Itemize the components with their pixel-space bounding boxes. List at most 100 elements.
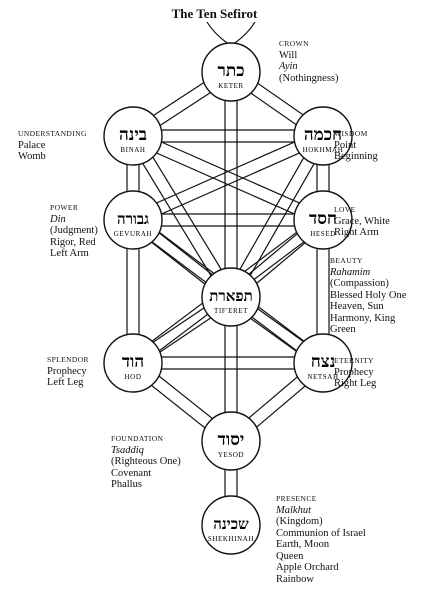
label-presence-line-2: Communion of Israel xyxy=(276,527,366,539)
label-power-line-3: Left Arm xyxy=(50,248,89,259)
label-crown-italic: Ayin xyxy=(279,61,298,72)
sefirah-hokhmah-hebrew: חכמה xyxy=(304,125,342,145)
label-splendor-line-2: Left Leg xyxy=(47,377,84,388)
label-love-heading: LOVE xyxy=(334,205,356,214)
label-beauty-line-5: Green xyxy=(330,324,356,335)
label-beauty-line-1: (Compassion) xyxy=(330,278,389,289)
channel-hokhmah-gevurah-2 xyxy=(135,140,326,227)
label-splendor-line-1: Prophecy xyxy=(47,365,87,377)
sefirah-hod-hebrew: הוד xyxy=(122,352,144,372)
sefirah-tiferet-hebrew: תפארת xyxy=(209,287,252,305)
sefirah-netsah-name: NETSAH xyxy=(307,373,338,381)
label-presence-line-3: Earth, Moon xyxy=(276,539,330,550)
sefirah-yesod-hebrew: יסוד xyxy=(218,430,245,450)
sefirah-tiferet-name: TIF'ERET xyxy=(214,307,248,315)
channel-hokhmah-gevurah-1 xyxy=(130,129,321,216)
channel-hokhmah-tiferet-2 xyxy=(235,138,329,301)
label-splendor: SPLENDOR Prophecy Left Leg xyxy=(47,354,89,389)
label-eternity-line-2: Right Leg xyxy=(334,378,377,389)
label-love: LOVE Grace, White Right Arm xyxy=(334,204,390,239)
label-eternity-heading: ETERNITY xyxy=(334,356,374,365)
sefirah-shekhinah-hebrew: שכינה xyxy=(213,515,249,533)
keter-root-2 xyxy=(234,21,256,44)
label-presence-line-1: (Kingdom) xyxy=(276,516,323,527)
label-crown-line-1: Will xyxy=(279,49,298,61)
label-love-line-1: Grace, White xyxy=(334,215,390,227)
label-wisdom: WISDOM Point Beginning xyxy=(334,128,378,163)
sefirah-binah-hebrew: בינה xyxy=(119,125,147,145)
sefirah-netsah-hebrew: נצח xyxy=(311,352,336,372)
label-wisdom-heading: WISDOM xyxy=(334,129,368,138)
label-foundation-line-1: (Righteous One) xyxy=(111,456,181,467)
label-presence-line-6: Rainbow xyxy=(276,573,314,585)
label-presence: PRESENCE Malkhut (Kingdom) Communion of … xyxy=(276,493,366,585)
label-power-italic: Din xyxy=(50,213,66,225)
label-crown-heading: CROWN xyxy=(279,39,309,48)
label-wisdom-line-1: Point xyxy=(334,139,357,151)
label-understanding-heading: UNDERSTANDING xyxy=(18,129,87,138)
sefirah-tiferet-circle xyxy=(201,267,261,327)
label-power-line-1: (Judgment) xyxy=(50,225,98,236)
keter-root-1 xyxy=(206,21,228,44)
sefirah-binah-name: BINAH xyxy=(120,146,145,154)
sefirah-yesod-circle xyxy=(201,411,261,471)
label-presence-line-5: Apple Orchard xyxy=(276,562,339,573)
label-beauty: BEAUTY Rahamim (Compassion) Blessed Holy… xyxy=(330,255,406,336)
label-understanding-line-1: Palace xyxy=(18,139,46,151)
sefirah-shekhinah-circle xyxy=(201,495,261,555)
label-understanding: UNDERSTANDING Palace Womb xyxy=(18,128,87,163)
sefirah-gevurah-circle xyxy=(103,190,163,250)
sefirah-hesed-name: HESED xyxy=(310,230,336,238)
sefirah-hod-name: HOD xyxy=(125,373,142,381)
sefirah-yesod-name: YESOD xyxy=(218,451,244,459)
sefirah-keter-name: KETER xyxy=(218,82,244,90)
label-beauty-italic: Rahamim xyxy=(330,266,371,278)
label-beauty-line-4: Harmony, King xyxy=(330,312,396,324)
sefirah-hesed-circle xyxy=(293,190,353,250)
label-splendor-heading: SPLENDOR xyxy=(47,355,89,364)
sefirah-gevurah-name: GEVURAH xyxy=(114,230,152,238)
channel-binah-hesed-2 xyxy=(135,129,326,216)
sefirah-hesed-hebrew: חסד xyxy=(309,209,337,229)
label-understanding-line-2: Womb xyxy=(18,151,46,162)
label-foundation-line-2: Covenant xyxy=(111,467,152,479)
label-love-line-2: Right Arm xyxy=(334,227,379,238)
sefirah-keter-hebrew: כתר xyxy=(217,61,244,81)
label-beauty-heading: BEAUTY xyxy=(330,256,363,265)
label-foundation-italic: Tsaddiq xyxy=(111,444,144,456)
sefirah-netsah-circle xyxy=(293,333,353,393)
label-crown: CROWN Will Ayin (Nothingness) xyxy=(279,38,339,84)
sefirah-shekhinah: שכינה SHEKHINAH xyxy=(201,495,261,555)
channel-binah-hesed-1 xyxy=(130,140,321,227)
sefirah-binah-circle xyxy=(103,106,163,166)
sefirah-hokhmah-circle xyxy=(293,106,353,166)
sefirah-keter-circle xyxy=(201,42,261,102)
label-presence-line-4: Queen xyxy=(276,550,304,562)
label-foundation-line-3: Phallus xyxy=(111,479,142,490)
label-wisdom-line-2: Beginning xyxy=(334,151,378,162)
label-beauty-line-3: Heaven, Sun xyxy=(330,301,384,312)
label-crown-line-2: (Nothingness) xyxy=(279,72,339,84)
diagram-title: The Ten Sefirot xyxy=(171,6,258,21)
label-power-line-2: Rigor, Red xyxy=(50,236,96,248)
sefirah-tiferet: תפארת TIF'ERET xyxy=(201,267,261,327)
channel-binah-tiferet-1 xyxy=(127,138,227,301)
label-eternity-line-1: Prophecy xyxy=(334,366,374,378)
label-power-heading: POWER xyxy=(50,203,79,212)
channel-binah-tiferet-2 xyxy=(137,132,237,295)
label-foundation-heading: FOUNDATION xyxy=(111,434,164,443)
sefirah-shekhinah-name: SHEKHINAH xyxy=(208,535,254,543)
label-beauty-line-2: Blessed Holy One xyxy=(330,289,407,301)
label-foundation: FOUNDATION Tsaddiq (Righteous One) Coven… xyxy=(111,433,181,491)
label-presence-italic: Malkhut xyxy=(276,504,311,516)
sefirah-hokhmah-name: HOKHMAH xyxy=(303,146,344,154)
